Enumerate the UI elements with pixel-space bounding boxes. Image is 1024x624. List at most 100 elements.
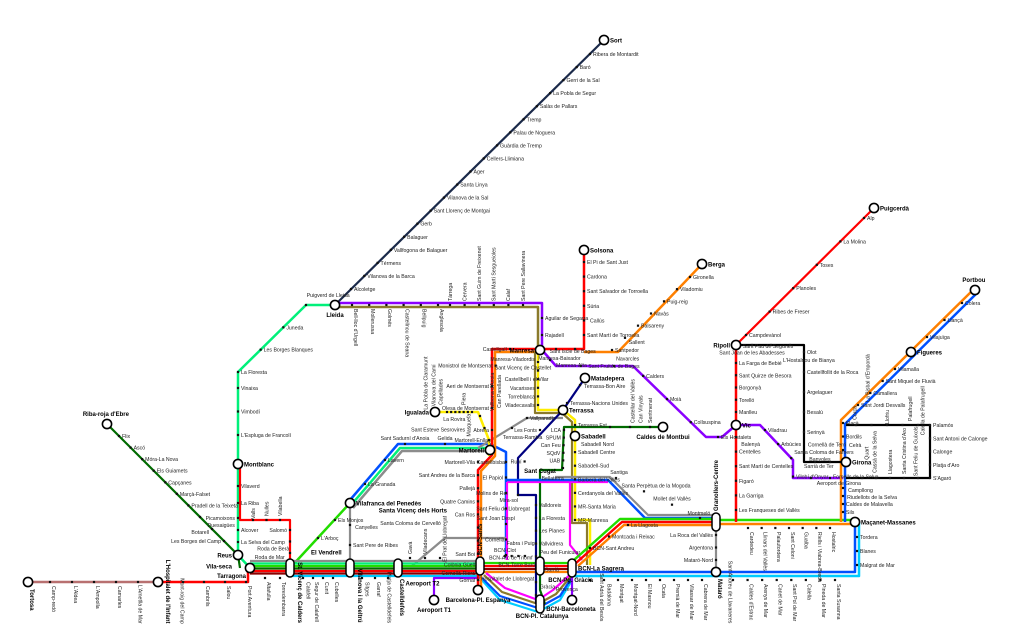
station-label[interactable]: Sant Celoni [789,532,795,559]
station-label[interactable]: Sant Miquel de Fluvià [886,379,936,385]
station-reus[interactable] [232,549,244,561]
station-macanet[interactable] [849,516,861,528]
station-label[interactable]: Sant Antoni de Calonge [933,436,988,442]
station-label[interactable]: MR-Santa Maria [578,504,616,510]
station-label[interactable]: Garraf [375,582,381,597]
station-label[interactable]: Aguilar de Segarra [545,316,588,322]
station-label[interactable]: Quatre Camins [440,499,475,505]
station-label[interactable]: Mollerussa [369,309,375,334]
station-label[interactable]: Calella de Palafrugell [920,386,926,435]
station-label[interactable]: El Papiol [483,476,503,482]
station-label[interactable]: Vilaverd [241,484,260,490]
station-label[interactable]: L'Arboç [321,536,339,542]
station-label[interactable]: Can Feu [541,443,561,449]
station-label[interactable]: Sant Vicenç de Castellet [495,366,552,372]
station-label[interactable]: Santa Cristina d'Aro [902,428,908,474]
station-label[interactable]: Tordera [860,535,878,541]
station-label[interactable]: Bell-lloc d'Urgell [352,309,358,346]
station-barceloneta[interactable] [566,594,578,606]
station-label[interactable]: Campllong [848,488,873,494]
station-label[interactable]: Serinyà [807,430,825,436]
station-label[interactable]: S'Agaró [933,476,951,482]
station-label[interactable]: Torreblanca [508,394,535,400]
station-label[interactable]: Roda de Berà [257,547,289,553]
station-label[interactable]: Terrassa-Bon Aire [584,384,625,390]
station-label[interactable]: Calafell [304,582,310,599]
station-label[interactable]: Sant Martí de Centelles [739,464,794,470]
station-label[interactable]: Sant Martí Sesgueioles [492,247,498,301]
station-label[interactable]: L'Hospitalet de Llobregat [477,576,535,582]
station-terrassa[interactable] [557,404,569,416]
station-label[interactable]: Colera [965,301,980,307]
station-label[interactable]: Mataró-Nord [684,558,713,564]
station-label[interactable]: Rajadell [545,333,564,339]
station-label[interactable]: Santa Coloma de Cervelló [380,521,441,527]
station-label[interactable]: Banyoles [809,457,831,463]
station-label[interactable]: La Floresta [539,516,565,522]
station-sagrera[interactable] [567,558,577,578]
station-label[interactable]: Puig-reig [667,299,688,305]
station-label[interactable]: Fabra i Puig [507,541,535,547]
station-label[interactable]: Cervera [462,282,468,301]
station-label[interactable]: Monistrol de Montserrat [438,364,493,370]
station-label[interactable]: Sant Joan Despí [477,516,516,522]
station-label[interactable]: Ribera de Montardit [593,52,639,58]
station-label[interactable]: Pradell de la Teixeta [191,503,238,509]
station-label[interactable]: Fornells de la Selva [833,475,879,481]
station-label[interactable]: Sant Iscle de Bages [550,349,597,355]
station-label[interactable]: Els Hostalets [721,435,752,441]
station-label[interactable]: Vilanova de la Barca [367,274,415,280]
station-label[interactable]: El Pi de Sant Just [587,260,629,266]
station-label[interactable]: Capçanes [168,480,192,486]
station-label[interactable]: Torredembarra [280,582,286,616]
station-label[interactable]: Sant Jordi Desvalls [861,403,906,409]
station-plespanya[interactable] [472,584,484,596]
station-label[interactable]: Bellpuig [421,309,427,328]
station-label[interactable]: Sant Feliu de Llobregat [476,507,530,513]
station-label[interactable]: Torelló [739,398,754,404]
station-label[interactable]: Provença [556,587,578,593]
station-label[interactable]: Gelida [438,436,453,442]
station-label[interactable]: Sant Sadurní d'Anoia [381,436,430,442]
station-label[interactable]: Calonge [933,450,952,456]
station-label[interactable]: Corçà [853,406,859,420]
station-label[interactable]: Piera [461,393,467,405]
station-martorell[interactable] [484,444,496,456]
station-label[interactable]: Sant Pol de Mar [791,584,797,621]
station-label[interactable]: Anglesola [438,309,444,332]
station-label[interactable]: La Molina [843,239,866,245]
station-label[interactable]: Martorell-Vila [445,460,476,466]
station-label[interactable]: Argentona [689,546,713,552]
station-label[interactable]: Flaçà [846,421,859,427]
station-label[interactable]: Palamós [933,423,954,429]
station-label[interactable]: BCN-Clot [494,548,516,554]
station-label[interactable]: Can Vinyals [638,395,644,423]
station-label[interactable]: Llançà [948,318,963,324]
station-label[interactable]: Camarles [116,586,122,609]
station-label[interactable]: Santa Linya [460,183,488,189]
station-label[interactable]: Segur de Calafell [313,582,319,622]
station-label[interactable]: Figaró [739,479,754,485]
station-label[interactable]: Campdevànol [749,333,781,339]
station-label[interactable]: Mont-roig del Camp [178,578,184,624]
station-label[interactable]: Celrà [849,443,862,449]
station-label[interactable]: Súria [587,304,599,310]
station-label[interactable]: Vilajuïga [930,335,950,341]
station-caldes[interactable] [657,421,669,433]
station-label[interactable]: Les Franqueses del Vallès [739,508,800,514]
station-sants[interactable] [475,556,485,576]
station-label[interactable]: Quart [864,446,870,460]
station-label[interactable]: Balaguer [407,235,428,241]
station-label[interactable]: Aeri de Montserrat [446,384,489,390]
station-label[interactable]: BCN-Sant Andreu [593,546,634,552]
station-label[interactable]: La Granada [368,482,396,488]
station-label[interactable]: Sant Quirze de Besora [739,373,792,379]
station-label[interactable]: Marçà-Falset [180,492,211,498]
station-label[interactable]: SPUM [546,436,561,442]
station-label[interactable]: Calella [806,584,812,600]
station-label[interactable]: Sant Guim de Freixenet [477,246,483,301]
station-label[interactable]: MR-Manresa [578,518,608,524]
station-label[interactable]: Blanes [860,549,876,555]
station-label[interactable]: Roda de Mar [255,555,285,561]
station-montblanc[interactable] [232,458,244,470]
